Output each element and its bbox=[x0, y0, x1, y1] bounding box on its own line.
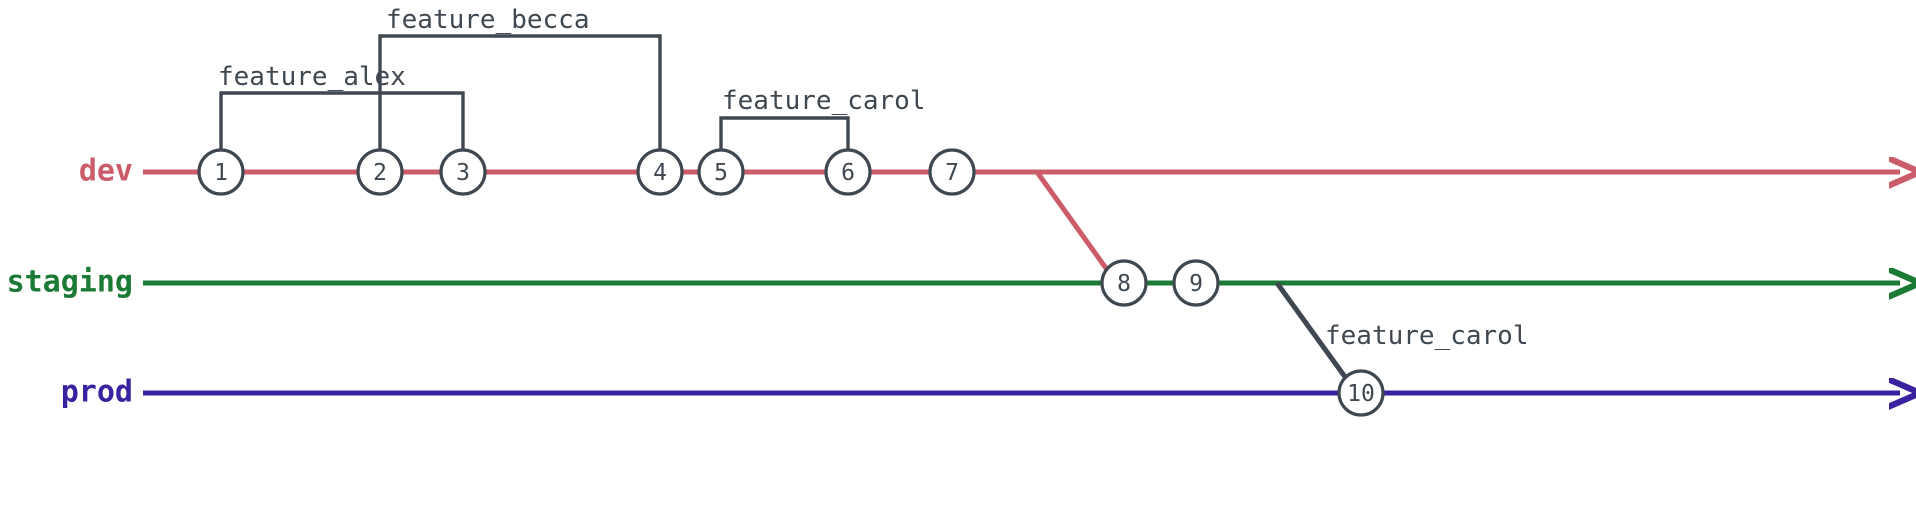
bracket-feature-becca bbox=[378, 34, 662, 155]
branch-labels: dev staging prod bbox=[7, 154, 133, 410]
commit-node-1[interactable]: 1 bbox=[197, 148, 245, 196]
commit-circle bbox=[928, 148, 976, 196]
branch-label-staging: staging bbox=[7, 265, 133, 300]
merge-line-dev-to-staging bbox=[1034, 170, 1111, 273]
feature-brackets bbox=[219, 34, 850, 158]
merge-line-staging-to-prod bbox=[1274, 281, 1351, 383]
commit-nodes: 1 2 3 4 5 6 7 bbox=[197, 148, 1385, 417]
feature-label-alex: feature_alex bbox=[218, 62, 406, 92]
commit-node-2[interactable]: 2 bbox=[356, 148, 404, 196]
commit-circle bbox=[697, 148, 745, 196]
commit-circle bbox=[824, 148, 872, 196]
commit-node-9[interactable]: 9 bbox=[1172, 259, 1220, 307]
commit-number: 6 bbox=[841, 160, 855, 186]
feature-label-carol-prod: feature_carol bbox=[1325, 321, 1529, 351]
commit-number: 2 bbox=[373, 160, 387, 186]
bracket-feature-carol bbox=[719, 116, 850, 158]
commit-circle bbox=[439, 148, 487, 196]
branch-lines bbox=[143, 172, 1900, 393]
bracket-feature-alex bbox=[219, 91, 465, 155]
commit-circle bbox=[197, 148, 245, 196]
commit-circle bbox=[1100, 259, 1148, 307]
commit-node-4[interactable]: 4 bbox=[636, 148, 684, 196]
commit-circle bbox=[636, 148, 684, 196]
commit-circle bbox=[1337, 369, 1385, 417]
commit-number: 7 bbox=[945, 160, 959, 186]
feature-labels: feature_alex feature_becca feature_carol… bbox=[218, 5, 1529, 351]
branch-label-dev: dev bbox=[79, 154, 133, 189]
merge-lines bbox=[1034, 170, 1351, 383]
commit-number: 8 bbox=[1117, 271, 1131, 297]
commit-node-10[interactable]: 10 bbox=[1337, 369, 1385, 417]
commit-circle bbox=[356, 148, 404, 196]
commit-node-7[interactable]: 7 bbox=[928, 148, 976, 196]
commit-node-8[interactable]: 8 bbox=[1100, 259, 1148, 307]
commit-node-3[interactable]: 3 bbox=[439, 148, 487, 196]
commit-number: 3 bbox=[456, 160, 470, 186]
commit-number: 5 bbox=[714, 160, 728, 186]
feature-label-carol: feature_carol bbox=[722, 86, 926, 116]
commit-circle bbox=[1172, 259, 1220, 307]
commit-number: 9 bbox=[1189, 271, 1203, 297]
commit-number: 1 bbox=[214, 160, 228, 186]
commit-node-6[interactable]: 6 bbox=[824, 148, 872, 196]
commit-node-5[interactable]: 5 bbox=[697, 148, 745, 196]
commit-number: 10 bbox=[1347, 381, 1375, 407]
feature-label-becca: feature_becca bbox=[386, 5, 590, 35]
commit-number: 4 bbox=[653, 160, 667, 186]
branch-label-prod: prod bbox=[61, 375, 133, 410]
